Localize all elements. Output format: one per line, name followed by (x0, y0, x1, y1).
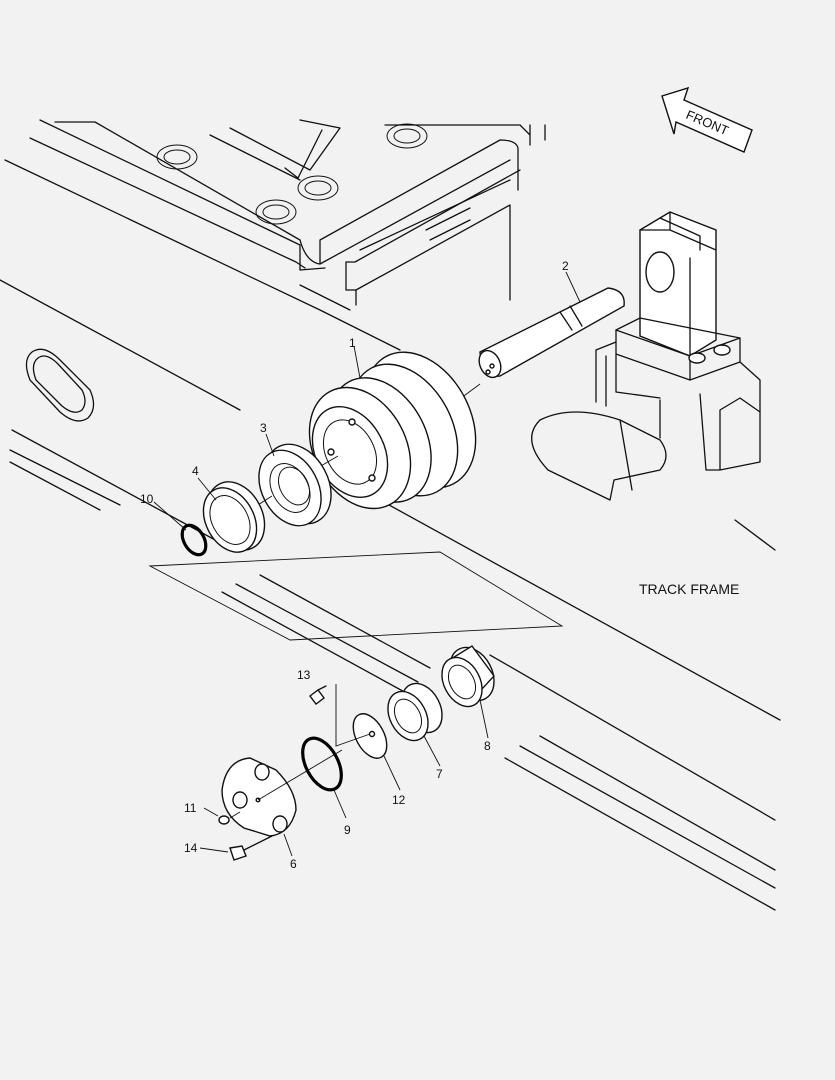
callout-10: 10 (140, 492, 154, 506)
callout-4: 4 (192, 464, 199, 478)
frame-slot (25, 348, 95, 422)
detail-frame (148, 551, 564, 641)
callout-leaders (153, 271, 581, 857)
callout-1: 1 (349, 336, 356, 350)
callout-2: 2 (562, 259, 569, 273)
cover-part-6 (221, 749, 343, 837)
shaft-part-2 (387, 287, 625, 453)
o-ring-part-9 (301, 736, 343, 792)
washer-part-12 (335, 684, 388, 759)
callout-13: 13 (297, 668, 311, 682)
callout-12: 12 (392, 793, 406, 807)
track-frame-label: TRACK FRAME (639, 581, 739, 597)
callout-14: 14 (184, 841, 198, 855)
bolt-part-14 (229, 835, 273, 861)
track-frame-rails (9, 429, 781, 911)
snap-ring-part-10 (180, 523, 208, 557)
callout-labels: 1 2 3 4 6 7 8 9 10 11 12 13 14 TRACK FRA… (140, 259, 739, 871)
track-frame-upper (0, 119, 546, 411)
ring-part-4 (202, 481, 266, 553)
callout-8: 8 (484, 739, 491, 753)
callout-6: 6 (290, 857, 297, 871)
roller-part-1 (289, 351, 477, 510)
bushing-part-8 (441, 645, 495, 708)
callout-11: 11 (184, 801, 197, 815)
screw-part-13 (309, 685, 327, 705)
callout-3: 3 (260, 421, 267, 435)
collar-part-7 (387, 682, 443, 742)
seal-part-3 (249, 443, 332, 527)
bolt-part-11 (218, 811, 241, 825)
callout-7: 7 (436, 767, 443, 781)
support-bracket (531, 211, 761, 501)
front-arrow-icon: FRONT (661, 86, 753, 153)
callout-9: 9 (344, 823, 351, 837)
